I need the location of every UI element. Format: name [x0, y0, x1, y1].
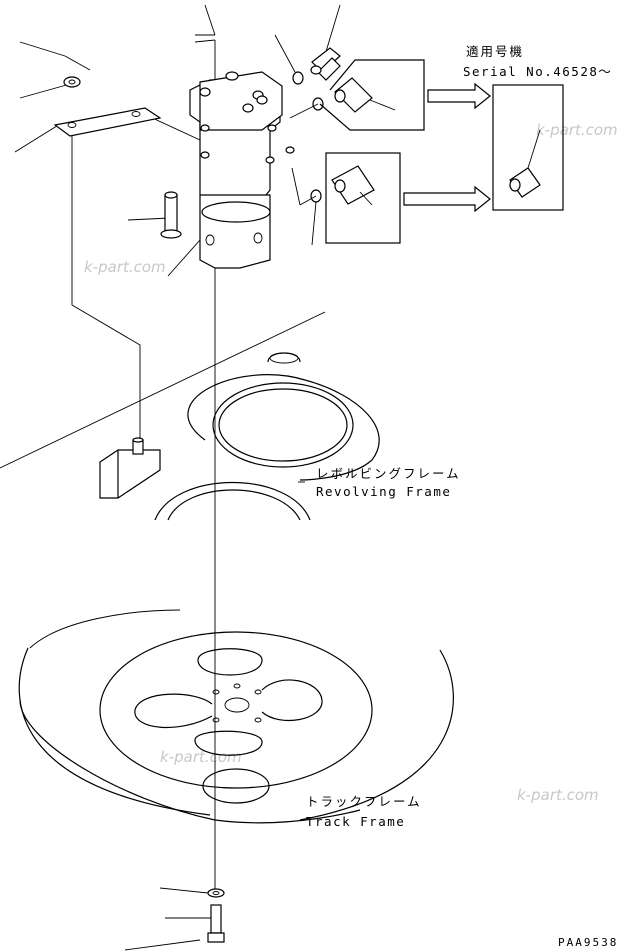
stopper-leader — [71, 136, 141, 450]
watermark-4: k-part.com — [517, 786, 599, 804]
arrow-2 — [403, 185, 491, 213]
fitting-callout-box-2 — [325, 152, 401, 244]
track-frame-label-en: Track Frame — [306, 814, 405, 829]
stud-bolt — [160, 191, 182, 239]
serial-number-label: Serial No.46528～ — [463, 64, 612, 79]
bottom-washer — [159, 887, 225, 898]
elbow-fitting-top — [310, 47, 341, 81]
divider-line — [0, 311, 326, 469]
watermark-1: k-part.com — [536, 121, 618, 139]
watermark-2: k-part.com — [84, 258, 166, 276]
o-ring-1 — [292, 71, 304, 85]
swivel-joint — [189, 71, 295, 269]
arrow-1 — [427, 82, 491, 110]
watermark-3: k-part.com — [160, 748, 242, 766]
revolving-frame-label-jp: レボルビングフレーム — [316, 466, 461, 481]
track-frame — [18, 609, 454, 824]
top-washer — [63, 76, 81, 88]
serial-replacement-box — [492, 84, 564, 211]
revolving-frame — [154, 352, 380, 521]
stopper-block — [99, 437, 161, 499]
applicable-serial-label-jp: 適用号機 — [466, 44, 524, 59]
track-frame-label-jp: トラックフレーム — [306, 794, 422, 809]
revolving-frame-label-en: Revolving Frame — [316, 484, 451, 499]
mounting-bracket-plate — [53, 107, 162, 137]
fitting-callout-box-1 — [319, 59, 425, 131]
bottom-bolt — [124, 904, 225, 951]
drawing-code: PAA9538 — [558, 936, 618, 949]
